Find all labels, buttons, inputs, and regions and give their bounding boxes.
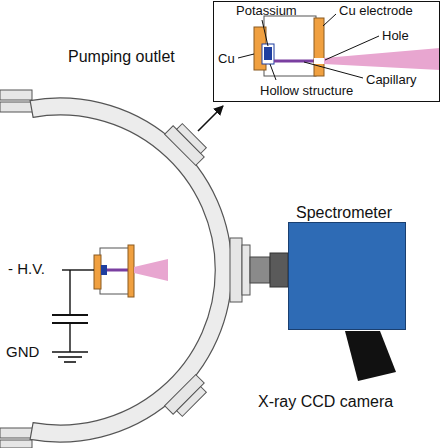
capillary-holder [100, 248, 130, 294]
leader-line [323, 14, 336, 26]
spectrometer-label: Spectrometer [288, 203, 406, 222]
spectrometer-node: Spectrometer [288, 203, 406, 330]
leader-line [325, 36, 379, 60]
capillary [274, 60, 314, 63]
cu-electrode [128, 245, 134, 297]
flange [242, 245, 250, 295]
port-flange [165, 375, 210, 420]
part-label: Pumping outlet [68, 47, 175, 66]
inset-box: Potassium Cu electrodeHoleCuCapillaryHoll… [213, 1, 440, 102]
capillary [107, 269, 128, 272]
part-label: X-ray CCD camera [258, 392, 393, 411]
part-label: Capillary [366, 72, 417, 88]
wire [69, 270, 70, 315]
spectrometer-body [288, 222, 406, 330]
connector-tube [250, 257, 270, 283]
leader-line [262, 20, 268, 46]
flange [230, 238, 242, 302]
pumping-arrow [198, 106, 223, 131]
ground-symbol [52, 351, 88, 353]
ground-symbol [58, 356, 82, 358]
part-label: Hole [382, 28, 409, 44]
potassium [101, 265, 107, 275]
flange [0, 440, 32, 448]
ground-label: GND [6, 343, 39, 361]
hollow-structure [262, 44, 274, 64]
connector-collar [270, 253, 288, 287]
plasma-beam [324, 48, 440, 70]
part-label: Potassium [236, 3, 297, 19]
part-label: Hollow structure [260, 83, 353, 99]
plasma-beam [134, 259, 168, 281]
vacuum-chamber [30, 98, 232, 442]
part-label: Cu electrode [339, 3, 413, 19]
leader-line [304, 62, 363, 78]
voltage-label: - H.V. [8, 260, 45, 278]
leader-line [270, 64, 276, 80]
flange [0, 90, 32, 100]
flange [177, 387, 207, 417]
part-label: Cu [218, 51, 235, 67]
wire [62, 269, 94, 270]
electrode-hole [314, 58, 324, 64]
wire [69, 323, 70, 352]
cu-plate [94, 255, 101, 289]
capacitor-symbol [52, 314, 88, 316]
ccd-camera [345, 331, 396, 381]
potassium [264, 47, 272, 60]
ground-symbol [64, 361, 76, 363]
leader-line [238, 54, 254, 58]
